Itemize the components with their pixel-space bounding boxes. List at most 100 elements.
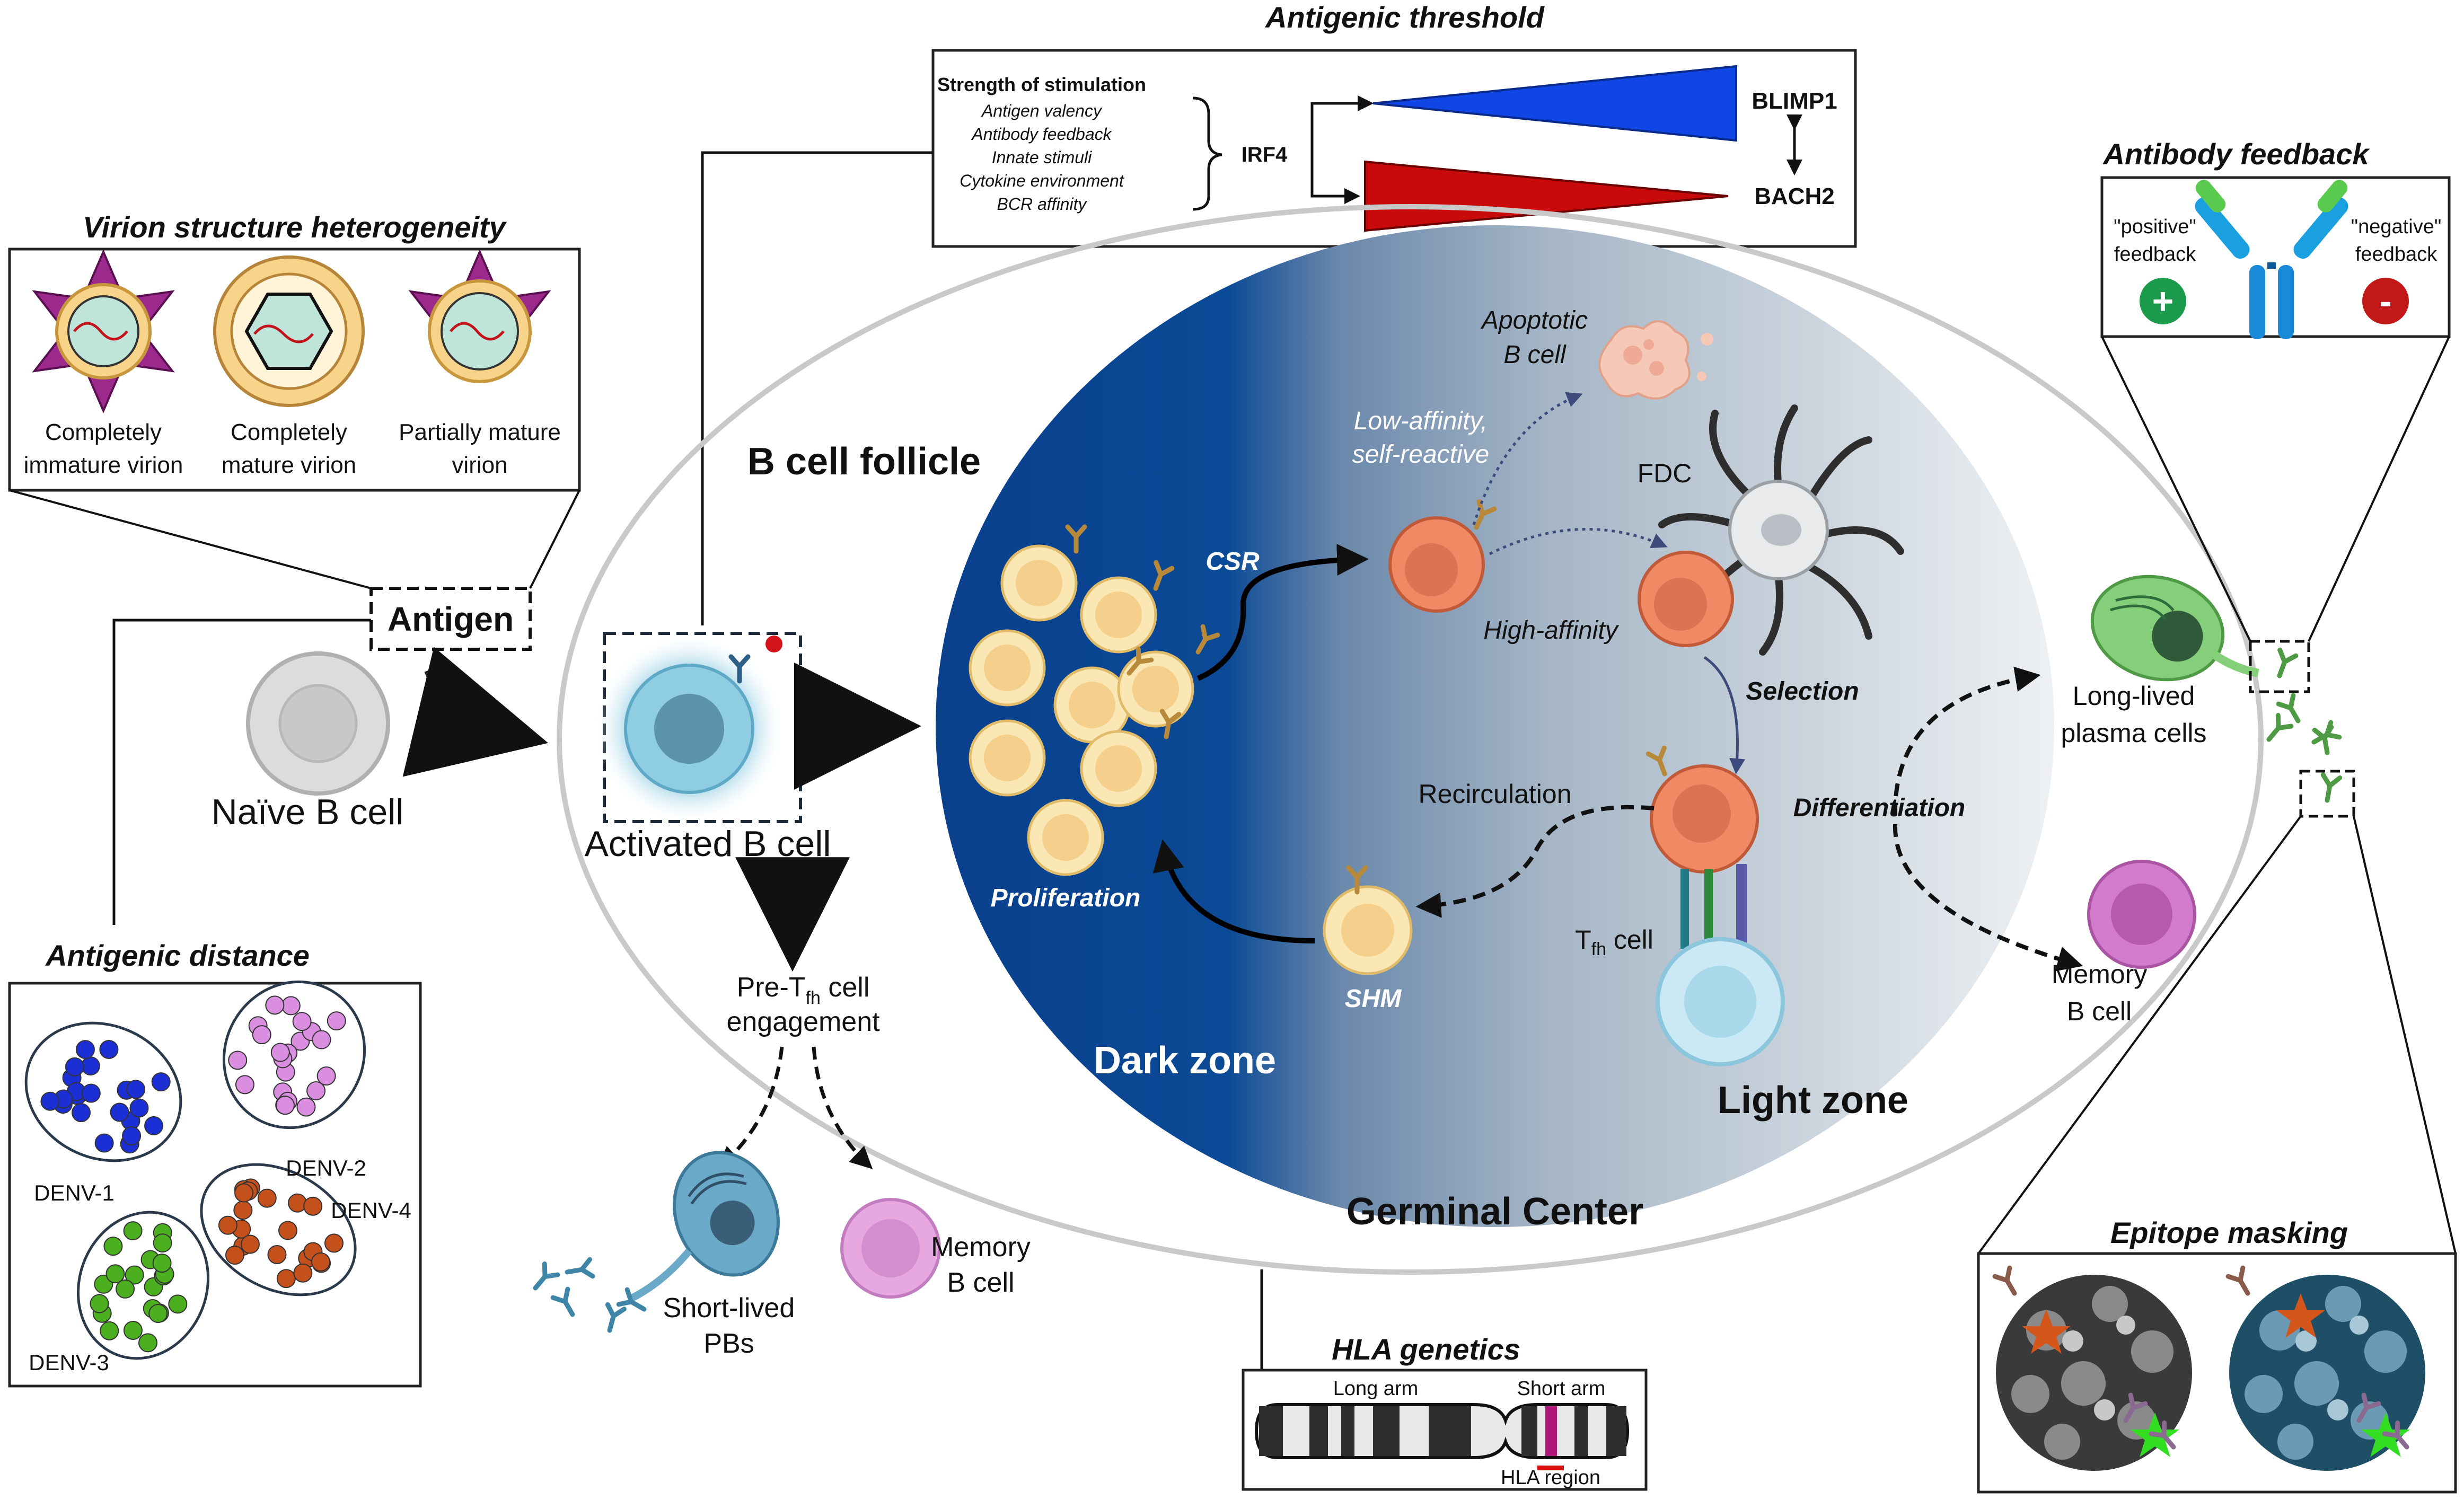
- pb-antibodies: [529, 1259, 648, 1333]
- plasma-secretion: [2208, 648, 2259, 677]
- activated-b-cell: [596, 636, 782, 822]
- denv-dot: [99, 1039, 119, 1059]
- denv-dot: [116, 1279, 135, 1299]
- memory-right-line1: Memory: [2052, 959, 2148, 989]
- denv-cluster: [76, 1211, 210, 1360]
- high-affinity-b-cell: [1638, 551, 1734, 647]
- denv-dot: [296, 1097, 316, 1117]
- high-affinity-arrow: [1489, 527, 1668, 555]
- virion-label-2-line1: Completely: [231, 419, 347, 445]
- denv-dot: [123, 1221, 143, 1241]
- hla-title: HLA genetics: [1332, 1333, 1520, 1366]
- immature-virion: [32, 249, 175, 414]
- chromosome: [1254, 1403, 1630, 1470]
- denv-dot: [312, 1030, 331, 1049]
- stimulation-factor: Innate stimuli: [992, 148, 1092, 167]
- denv-dot: [94, 1133, 114, 1153]
- apoptotic-line1: Apoptotic: [1480, 306, 1588, 334]
- stimulation-factor: Antibody feedback: [971, 125, 1112, 144]
- recirculation-arrow: [1415, 805, 1655, 918]
- positive-line2: feedback: [2114, 243, 2196, 266]
- to-memory-arrow: [1893, 824, 2083, 972]
- pretfh-to-memory-arrow: [812, 1046, 873, 1169]
- denv-dot: [270, 1043, 290, 1062]
- activated-b-cell-label: Activated B cell: [585, 824, 831, 864]
- high-affinity-label: High-affinity: [1483, 616, 1619, 645]
- denv-dot: [81, 1083, 101, 1103]
- differentiation-label: Differentiation: [1793, 794, 1965, 822]
- denv-dot: [144, 1116, 164, 1135]
- short-arm-label: Short arm: [1517, 1378, 1606, 1400]
- stimulation-factor: BCR affinity: [997, 195, 1088, 214]
- denv-dot: [148, 1304, 168, 1323]
- plasma-antibodies: [2263, 650, 2340, 801]
- proliferation-label: Proliferation: [991, 884, 1141, 912]
- masked-virion-gray: [1995, 1268, 2192, 1471]
- negative-icon: [2362, 278, 2409, 324]
- pretfh-to-pb-arrow: [717, 1046, 784, 1169]
- denv-dot: [90, 1294, 109, 1313]
- denv-dot: [105, 1264, 125, 1284]
- memory-left-line2: B cell: [947, 1267, 1014, 1298]
- virion-label-1-line2: immature virion: [24, 452, 183, 478]
- antibody-feedback-icon: [2195, 180, 2348, 339]
- denv-dot: [125, 1265, 144, 1285]
- antibody-feedback-title: Antibody feedback: [2102, 137, 2371, 171]
- denv-4-label: DENV-4: [331, 1198, 411, 1223]
- denv-dot: [228, 1051, 248, 1070]
- b-cell-follicle: [557, 204, 2264, 1275]
- plasma-label-line2: plasma cells: [2061, 718, 2206, 748]
- recirculation-label: Recirculation: [1418, 779, 1571, 809]
- masked-virion-blue: [2228, 1268, 2425, 1471]
- tfh-receptors: [1680, 864, 1747, 959]
- denv-dot: [126, 1080, 146, 1099]
- denv-dot: [311, 1252, 331, 1272]
- selection-arrow: [1703, 656, 1746, 774]
- denv-dot: [40, 1091, 60, 1111]
- denv-dot: [234, 1183, 254, 1203]
- denv-dot: [65, 1057, 84, 1077]
- denv-dot: [72, 1103, 91, 1123]
- denv-dot: [252, 1025, 271, 1045]
- negative-line1: "negative": [2351, 216, 2442, 238]
- fdc-label: FDC: [1638, 458, 1692, 488]
- germinal-center-label: Germinal Center: [1347, 1190, 1643, 1233]
- blimp1-wedge: [1372, 65, 1737, 142]
- memory-right-line2: B cell: [2067, 996, 2132, 1026]
- feedback-zoom-lines: [2101, 336, 2450, 642]
- virion-label-2-line2: mature virion: [222, 452, 356, 478]
- naive-b-cell-label: Naïve B cell: [212, 792, 404, 832]
- fdc: [1658, 404, 1904, 656]
- denv-dot: [75, 1040, 95, 1060]
- bach2-label: BACH2: [1754, 183, 1835, 209]
- tfh-cell: [1656, 937, 1785, 1066]
- positive-icon: [2140, 278, 2186, 324]
- memory-b-cell-left: [840, 1198, 941, 1299]
- light-zone-label: Light zone: [1718, 1079, 1908, 1122]
- denv-dot: [324, 1233, 344, 1253]
- strength-of-stimulation-title: Strength of stimulation: [937, 74, 1146, 95]
- denv-dot: [153, 1233, 172, 1253]
- denv-dot: [110, 1102, 129, 1122]
- antibody-zoom-box-upper: [2249, 640, 2310, 693]
- threshold-connector: [701, 151, 933, 625]
- denv-cluster: [24, 1021, 182, 1162]
- pre-tfh-label-line1: Pre-Tfh cell: [737, 972, 870, 1008]
- selection-label: Selection: [1746, 677, 1859, 705]
- denv-dot: [122, 1126, 142, 1146]
- shm-cell: [1323, 868, 1413, 975]
- virion-label-1-line1: Completely: [45, 419, 162, 445]
- negative-line2: feedback: [2355, 243, 2437, 266]
- denv-dot: [293, 1263, 313, 1283]
- mature-virion: [213, 255, 365, 407]
- apoptotic-line2: B cell: [1503, 341, 1567, 369]
- antigen-to-distance-line: [112, 619, 371, 925]
- b-cell-follicle-label: B cell follicle: [747, 440, 981, 483]
- memory-left-line1: Memory: [931, 1232, 1031, 1263]
- virion-label-3-line1: Partially mature: [399, 419, 561, 445]
- differentiating-b-cell: [1648, 748, 1759, 873]
- denv-dot: [81, 1056, 100, 1076]
- epitope-zoom-lines: [1977, 815, 2457, 1255]
- virion-zoom-lines: [9, 489, 580, 589]
